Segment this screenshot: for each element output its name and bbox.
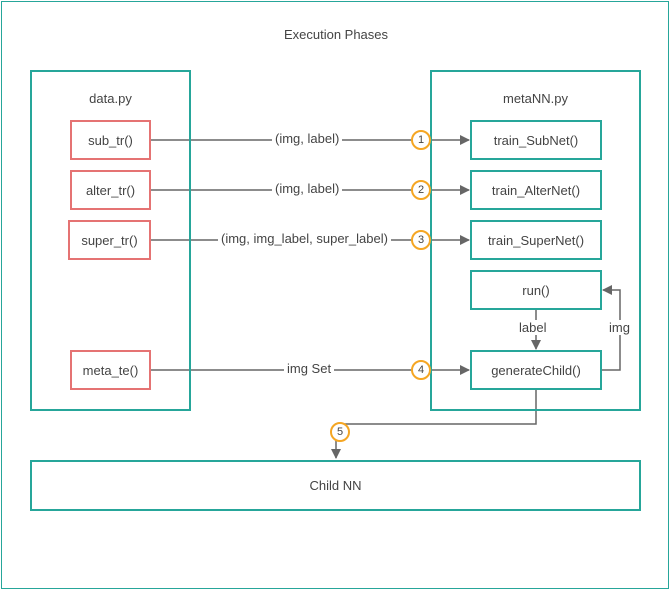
meta-te-box[interactable]: meta_te() — [70, 350, 151, 390]
step-4-marker: 4 — [411, 360, 431, 380]
train-supernet-box[interactable]: train_SuperNet() — [470, 220, 602, 260]
super-tr-box[interactable]: super_tr() — [68, 220, 151, 260]
train-subnet-box[interactable]: train_SubNet() — [470, 120, 602, 160]
metann-py-panel: metaNN.py — [430, 70, 641, 411]
run-box[interactable]: run() — [470, 270, 602, 310]
loop-label: label — [516, 320, 550, 335]
data-py-panel: data.py — [30, 70, 191, 411]
step-2-marker: 2 — [411, 180, 431, 200]
data-py-title: data.py — [89, 91, 132, 106]
loop-img-label: img — [606, 320, 633, 335]
step-1-marker: 1 — [411, 130, 431, 150]
sub-tr-box[interactable]: sub_tr() — [70, 120, 151, 160]
metann-py-title: metaNN.py — [502, 91, 569, 106]
step-5-marker: 5 — [330, 422, 350, 442]
edge-2-label: (img, label) — [272, 181, 343, 196]
alter-tr-box[interactable]: alter_tr() — [70, 170, 151, 210]
edge-1-label: (img, label) — [272, 131, 343, 146]
child-nn-box[interactable]: Child NN — [30, 460, 641, 511]
edge-3-label: (img, img_label, super_label) — [218, 231, 391, 246]
generate-child-box[interactable]: generateChild() — [470, 350, 602, 390]
edge-4-label: img Set — [284, 361, 335, 376]
train-alternet-box[interactable]: train_AlterNet() — [470, 170, 602, 210]
page-title: Execution Phases — [283, 27, 389, 42]
step-3-marker: 3 — [411, 230, 431, 250]
